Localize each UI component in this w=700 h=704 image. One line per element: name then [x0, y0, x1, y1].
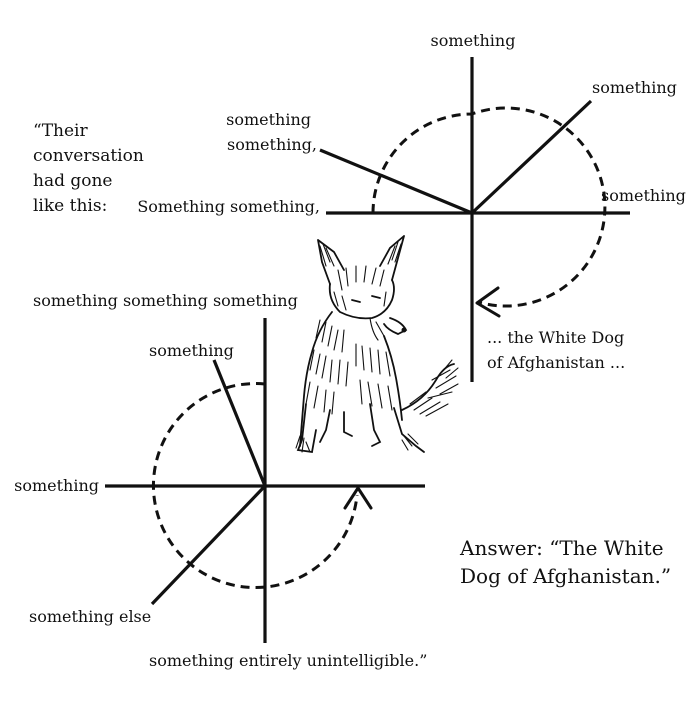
bottom-arrowhead — [343, 486, 373, 510]
top-upper-left-ray — [319, 148, 473, 215]
top-label-top: something — [431, 31, 516, 50]
white-dog-illustration — [295, 235, 459, 454]
top-diagram: something something something something,… — [137, 31, 686, 382]
top-label-right: something — [601, 186, 686, 205]
bottom-lower-left-ray — [150, 484, 267, 606]
intro-line-1: “Their — [33, 121, 88, 141]
intro-line-4: like this: — [33, 196, 107, 216]
top-arrowhead — [475, 286, 501, 318]
top-label-end-2: of Afghanistan ... — [487, 353, 625, 372]
bottom-diagram: something something something something … — [14, 291, 427, 670]
bottom-label-upper-left: something — [149, 341, 234, 360]
answer-line-2: Dog of Afghanistan.” — [460, 564, 671, 588]
top-upper-right-ray — [470, 99, 593, 215]
bottom-dashed-circle — [152, 382, 359, 590]
top-label-upper-left-2: something, — [227, 135, 317, 154]
bottom-upper-left-ray — [212, 359, 267, 487]
top-label-left: Something something, — [137, 197, 320, 216]
top-dashed-circle — [371, 106, 607, 308]
intro-text: “Their conversation had gone like this: — [33, 121, 144, 216]
top-label-upper-right: something — [592, 78, 677, 97]
top-label-end-1: ... the White Dog — [487, 328, 624, 347]
bottom-label-lower-left: something else — [29, 607, 151, 626]
bottom-label-top: something something something — [33, 291, 298, 310]
intro-line-2: conversation — [33, 146, 144, 166]
answer-line-1: Answer: “The White — [459, 536, 664, 560]
intro-line-3: had gone — [33, 171, 113, 191]
bottom-label-left: something — [14, 476, 99, 495]
answer-text: Answer: “The White Dog of Afghanistan.” — [459, 536, 671, 588]
bottom-label-bottom: something entirely unintelligible.” — [149, 651, 427, 670]
top-label-upper-left-1: something — [226, 110, 311, 129]
